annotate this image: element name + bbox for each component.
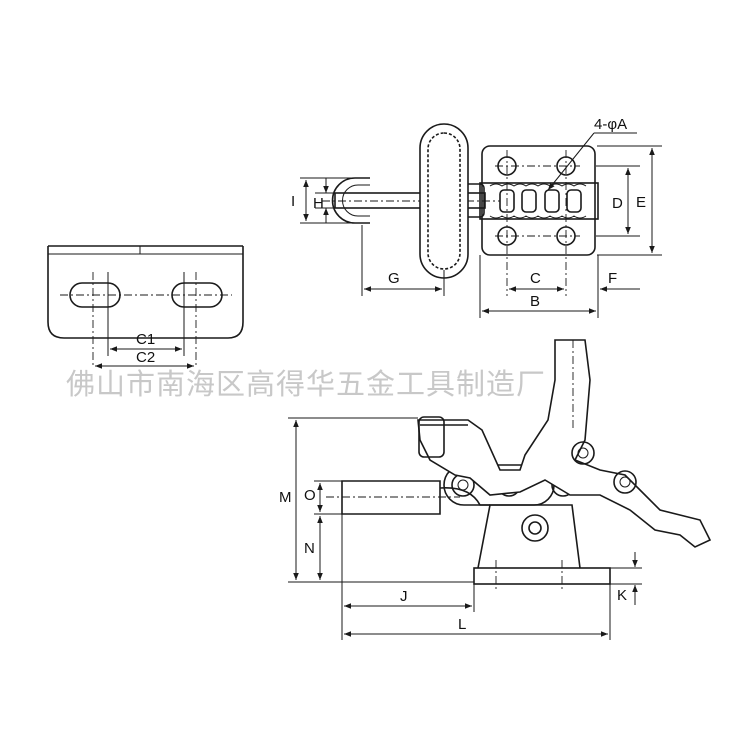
side-plunger xyxy=(341,480,441,515)
base-plate-outline xyxy=(47,246,244,339)
label-H: H xyxy=(313,195,324,212)
label-C2: C2 xyxy=(136,349,155,366)
plunger-rod xyxy=(334,192,486,209)
label-hole-spec: 4-φA xyxy=(594,116,627,133)
label-E: E xyxy=(636,194,646,211)
label-L: L xyxy=(458,616,466,633)
label-C1: C1 xyxy=(136,331,155,348)
plunger-tip xyxy=(331,177,370,224)
side-view: M O N J L K xyxy=(279,339,712,640)
base-plate xyxy=(481,145,596,256)
label-B: B xyxy=(530,293,540,310)
side-handle xyxy=(417,339,712,548)
label-M: M xyxy=(279,489,292,506)
label-I: I xyxy=(291,193,295,210)
label-N: N xyxy=(304,540,315,557)
label-J: J xyxy=(400,588,408,605)
base-detail-view: C1 C2 xyxy=(47,245,244,369)
side-body xyxy=(477,504,581,569)
top-view: 4-φA D E I H G C F xyxy=(291,116,662,318)
label-O: O xyxy=(304,487,316,504)
label-K: K xyxy=(617,587,627,604)
label-D: D xyxy=(612,195,623,212)
side-base xyxy=(473,567,611,585)
watermark: 佛山市南海区高得华五金工具制造厂 xyxy=(66,367,546,401)
label-F: F xyxy=(608,270,617,287)
label-G: G xyxy=(388,270,400,287)
body-rail xyxy=(479,182,599,220)
label-C: C xyxy=(530,270,541,287)
